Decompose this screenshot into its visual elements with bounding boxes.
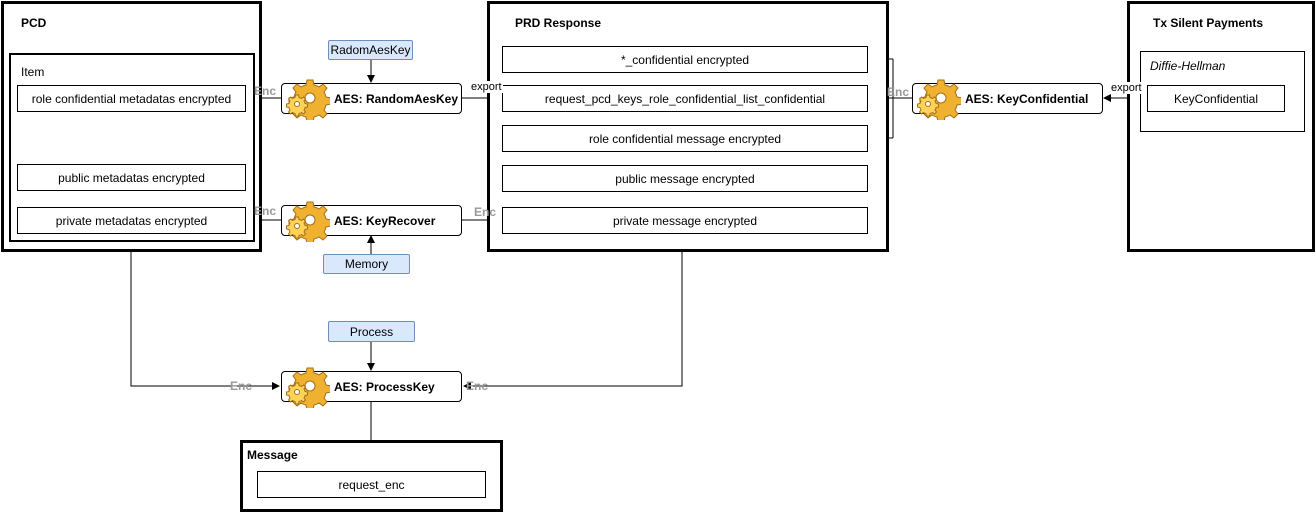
- aes-process-node[interactable]: AES: ProcessKey: [281, 367, 462, 408]
- pcd-title: PCD: [21, 16, 47, 30]
- tx-title: Tx Silent Payments: [1153, 16, 1264, 30]
- aes-confidential-label: AES: KeyConfidential: [965, 91, 1089, 106]
- edge-prd-to-processkey: [463, 252, 683, 390]
- aes-recover-label: AES: KeyRecover: [334, 213, 436, 228]
- key-confidential-box[interactable]: KeyConfidential: [1147, 85, 1285, 112]
- private-metadata-box[interactable]: private metadatas encrypted: [17, 207, 246, 234]
- export-label-random: export: [470, 81, 503, 93]
- request-pcd-keys-box[interactable]: request_pcd_keys_role_confidential_list_…: [502, 85, 868, 112]
- enc-label-random-left: Enc: [254, 84, 277, 98]
- request-enc-box[interactable]: request_enc: [257, 471, 486, 498]
- tx-silent-payments-group: Tx Silent Payments: [1127, 1, 1315, 252]
- enc-label-confidential: Enc: [887, 85, 910, 99]
- edge-pcd-to-processkey: [130, 252, 280, 390]
- enc-label-recover-right: Enc: [474, 205, 497, 219]
- role-confidential-message-box[interactable]: role confidential message encrypted: [502, 125, 868, 152]
- random-aes-key-tag[interactable]: RadomAesKey: [328, 40, 413, 60]
- gear-icon: [286, 367, 330, 408]
- public-metadata-box[interactable]: public metadatas encrypted: [17, 164, 246, 191]
- gear-icon: [286, 201, 330, 242]
- confidential-encrypted-box[interactable]: *_confidential encrypted: [502, 46, 868, 73]
- process-tag[interactable]: Process: [328, 321, 415, 342]
- item-frame-title: Item: [21, 65, 45, 79]
- enc-label-recover-left: Enc: [254, 204, 277, 218]
- role-confidential-metadata-box[interactable]: role confidential metadatas encrypted: [17, 85, 246, 112]
- aes-random-label: AES: RandomAesKey: [334, 91, 459, 106]
- export-label-confidential: export: [1110, 82, 1143, 94]
- enc-label-process-left: Enc: [230, 379, 253, 393]
- public-message-box[interactable]: public message encrypted: [502, 165, 868, 192]
- prd-title: PRD Response: [515, 16, 602, 30]
- aes-recover-node[interactable]: AES: KeyRecover: [281, 201, 462, 242]
- gear-icon: [917, 79, 961, 120]
- diffie-hellman-title: Diffie-Hellman: [1150, 59, 1226, 73]
- gear-icon: [286, 79, 330, 120]
- message-title: Message: [247, 448, 298, 462]
- memory-tag[interactable]: Memory: [323, 254, 410, 274]
- item-frame: Item: [9, 53, 255, 242]
- aes-random-node[interactable]: AES: RandomAesKey: [281, 79, 462, 120]
- private-message-box[interactable]: private message encrypted: [502, 207, 868, 234]
- enc-label-process-right: Enc: [466, 379, 489, 393]
- aes-confidential-node[interactable]: AES: KeyConfidential: [912, 79, 1103, 120]
- aes-process-label: AES: ProcessKey: [334, 379, 435, 394]
